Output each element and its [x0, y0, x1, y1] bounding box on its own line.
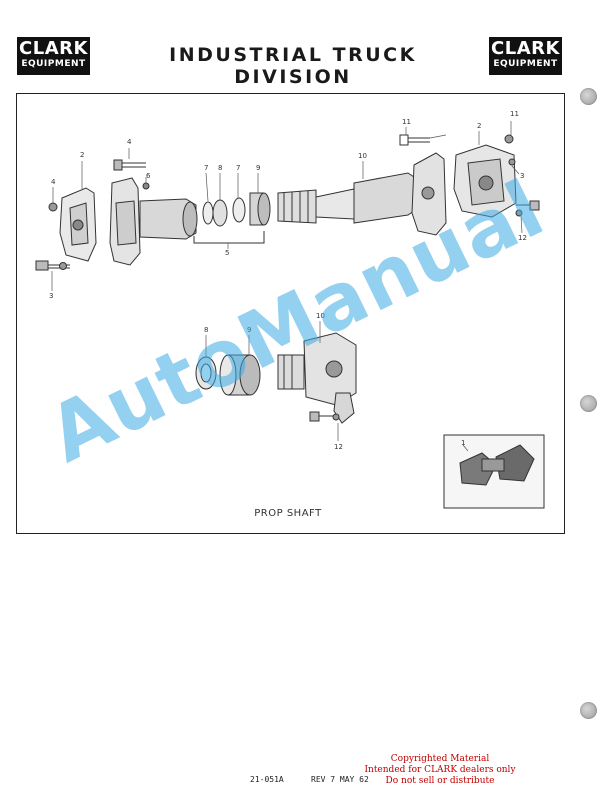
bolts-right	[515, 200, 540, 217]
clark-equipment-logo-right: CLARK EQUIPMENT	[489, 37, 562, 75]
figure-frame	[16, 93, 565, 534]
washer-7b	[232, 197, 246, 223]
slip-yoke	[139, 198, 198, 240]
callout-10: 10	[358, 152, 367, 160]
binder-hole-bottom	[580, 702, 597, 719]
copyright-line-1: Copyrighted Material	[390, 754, 490, 764]
callout-3: 3	[520, 172, 525, 180]
callout-10: 10	[316, 312, 325, 320]
revision-date: REV 7 MAY 62	[311, 775, 369, 784]
nut-upper-right	[504, 134, 514, 144]
washer-7a	[202, 201, 214, 225]
copyright-notice: Copyrighted Material Intended for CLARK …	[360, 754, 520, 787]
callout-2: 2	[80, 151, 85, 159]
clark-equipment-logo-left: CLARK EQUIPMENT	[17, 37, 90, 75]
callout-9: 9	[247, 326, 252, 334]
splined-shaft	[277, 172, 415, 224]
bolt-upper-right	[399, 134, 430, 146]
logo-brand: CLARK	[491, 38, 560, 59]
logo-brand: CLARK	[19, 38, 88, 59]
callout-7: 7	[204, 164, 209, 172]
bolt-12-lower	[309, 411, 340, 422]
seal-8-lower	[195, 356, 217, 390]
callout-8: 8	[218, 164, 223, 172]
seal-8	[212, 199, 228, 227]
binder-hole-middle	[580, 395, 597, 412]
callout-11: 11	[510, 110, 519, 118]
prop-shaft-exploded-diagram	[35, 121, 545, 509]
nut-right	[508, 158, 516, 166]
copyright-line-2: Intended for CLARK dealers only	[364, 765, 516, 775]
binder-hole-top	[580, 88, 597, 105]
dust-cap-9	[249, 192, 271, 226]
callout-8: 8	[204, 326, 209, 334]
nut-left	[48, 202, 58, 212]
dust-cap-9-lower	[219, 354, 261, 396]
leader-lines	[51, 121, 523, 452]
callout-4: 4	[127, 138, 132, 146]
figure-caption: PROP SHAFT	[254, 508, 322, 519]
logo-sub: EQUIPMENT	[21, 59, 86, 69]
callout-5: 5	[225, 249, 230, 257]
copyright-line-3: Do not sell or distribute	[385, 776, 495, 786]
right-flange-yoke	[411, 152, 447, 236]
callout-2: 2	[477, 122, 482, 130]
left-yoke	[59, 187, 97, 262]
flange-yoke	[109, 177, 150, 266]
inset-photo	[443, 434, 545, 509]
inset-label: 1	[461, 439, 466, 447]
callout-12: 12	[518, 234, 527, 242]
stub-shaft-10-lower	[277, 332, 357, 424]
callout-7: 7	[236, 164, 241, 172]
bolt-upper-left	[113, 159, 146, 171]
callout-11: 11	[402, 118, 411, 126]
callout-6: 6	[146, 172, 151, 180]
callout-4: 4	[51, 178, 56, 186]
callout-12: 12	[334, 443, 343, 451]
callout-3: 3	[49, 292, 54, 300]
callout-bracket-5	[193, 231, 265, 244]
logo-sub: EQUIPMENT	[493, 59, 558, 69]
document-number: 21-051A	[250, 775, 284, 784]
bolt-lower-left	[35, 260, 70, 271]
callout-9: 9	[256, 164, 261, 172]
page-title: INDUSTRIAL TRUCK DIVISION	[169, 44, 417, 88]
right-yoke	[453, 144, 517, 218]
